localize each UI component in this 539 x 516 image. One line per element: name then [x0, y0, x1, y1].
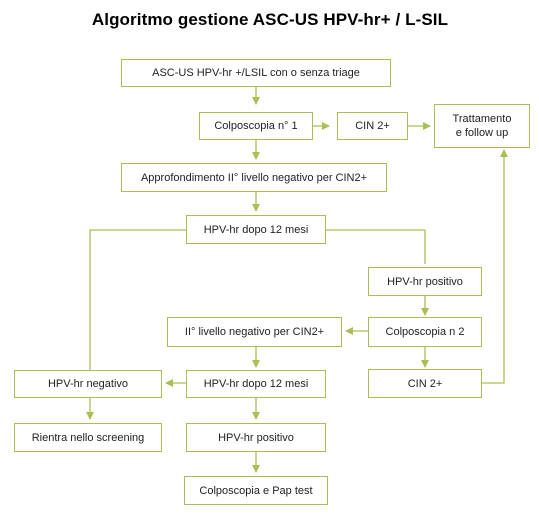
screening-return-node: Rientra nello screening — [14, 423, 162, 452]
approfondimento-node: Approfondimento II° livello negativo per… — [121, 163, 387, 192]
arrow-cin2-bottom-to-treatment — [482, 149, 508, 384]
hpv-12-months-bottom-node: HPV-hr dopo 12 mesi — [186, 370, 326, 398]
start-node: ASC-US HPV-hr +/LSIL con o senza triage — [121, 59, 391, 87]
hpv-positive-right-node: HPV-hr positivo — [368, 267, 482, 296]
hpv-12-months-top-node: HPV-hr dopo 12 mesi — [186, 215, 326, 244]
second-level-negative-node: II° livello negativo per CIN2+ — [167, 317, 342, 347]
treatment-node: Trattamento e follow up — [434, 104, 530, 148]
hpv-positive-bottom-node: HPV-hr positivo — [186, 423, 326, 452]
diagram-title: Algoritmo gestione ASC-US HPV-hr+ / L-SI… — [91, 10, 449, 29]
arrow-hpv-12m-to-hpv-positive — [326, 229, 426, 264]
colposcopy-2-node: Colposcopia n 2 — [368, 317, 482, 347]
colposcopy-pap-node: Colposcopia e Pap test — [184, 476, 328, 505]
hpv-negative-node: HPV-hr negativo — [14, 370, 162, 398]
cin2-bottom-node: CIN 2+ — [368, 369, 482, 398]
cin2-top-node: CIN 2+ — [337, 112, 408, 140]
colposcopy-1-node: Colposcopia n° 1 — [199, 112, 313, 140]
line-hpv-12m-to-hpv-negative — [89, 229, 186, 370]
